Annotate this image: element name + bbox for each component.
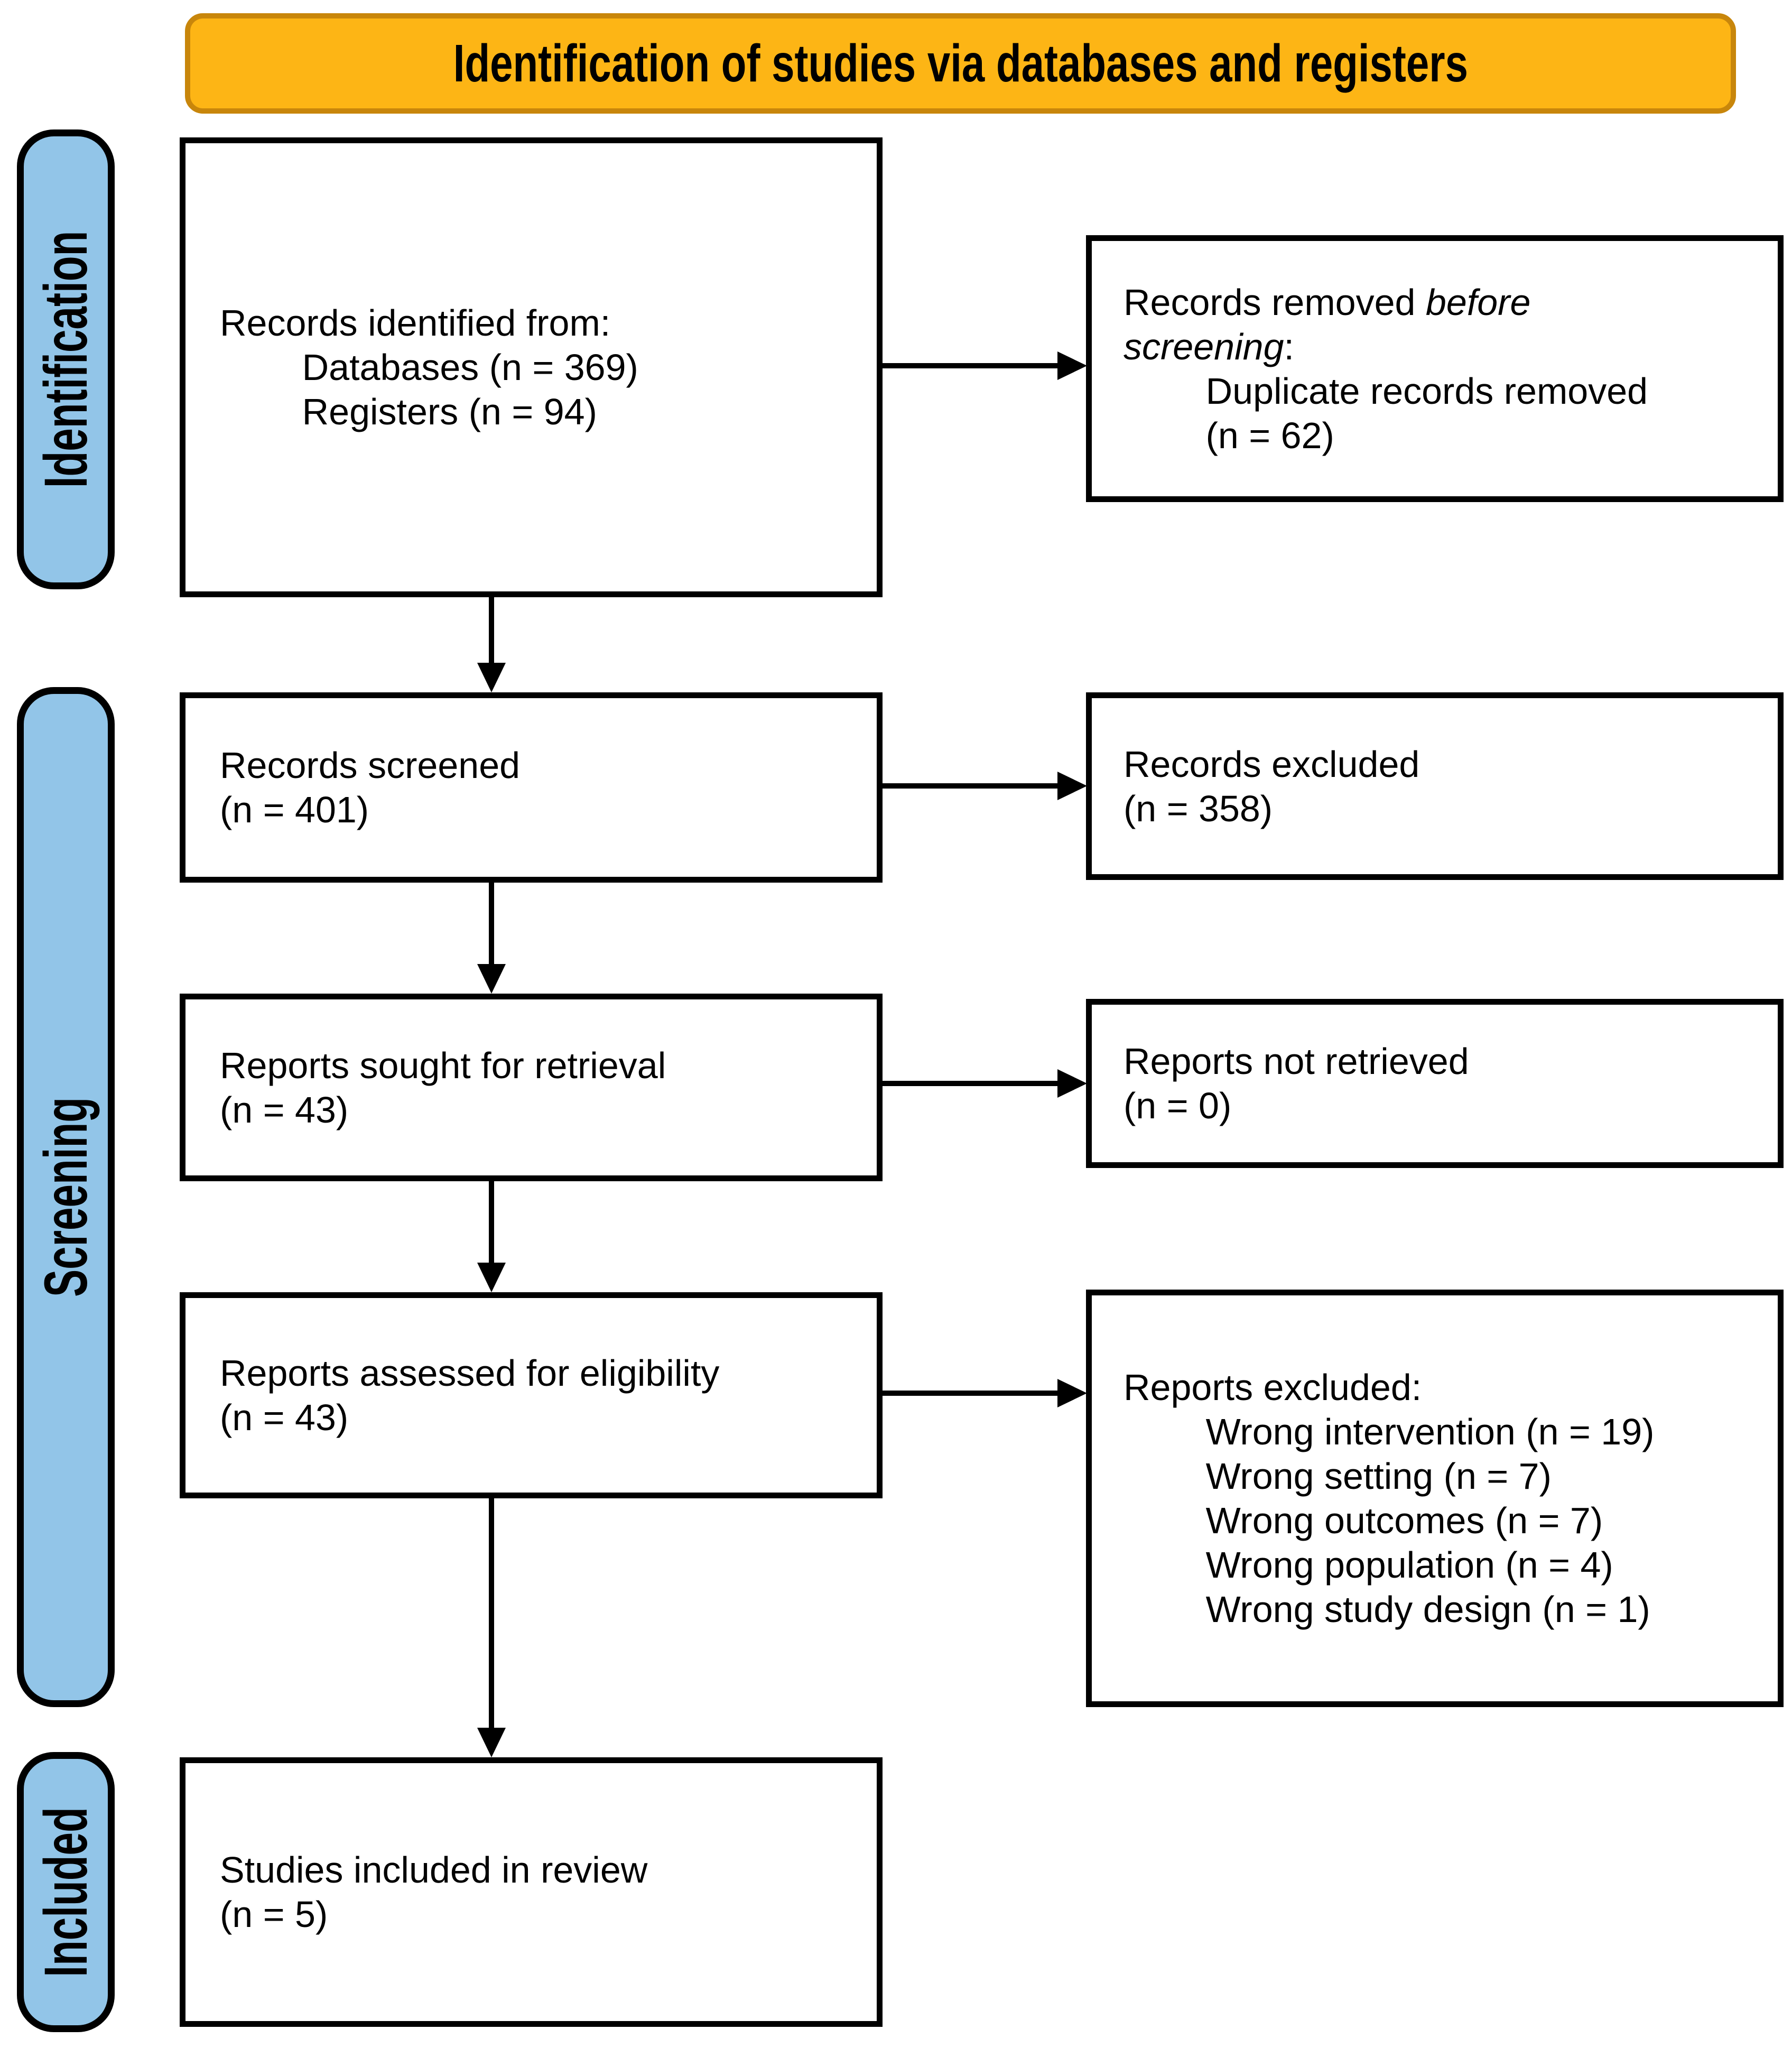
reports-excluded-text: Reports excluded: Wrong intervention (n … — [1124, 1367, 1655, 1630]
right-arrow-2-head-icon — [1057, 772, 1087, 800]
records-excluded-text: Records excluded (n = 358) — [1124, 743, 1420, 829]
right-arrow-4-head-icon — [1057, 1379, 1087, 1407]
box-records-excluded: Records excluded (n = 358) — [1086, 692, 1784, 880]
records-screened-text: Records screened (n = 401) — [220, 745, 521, 830]
reports-sought-text: Reports sought for retrieval (n = 43) — [220, 1044, 666, 1130]
right-arrow-2-shaft — [883, 783, 1057, 789]
box-studies-included: Studies included in review (n = 5) — [180, 1757, 883, 2027]
stage-screening-label: Screening — [32, 1097, 100, 1298]
box-reports-not-retrieved: Reports not retrieved (n = 0) — [1086, 999, 1784, 1168]
banner: Identification of studies via databases … — [185, 13, 1736, 114]
box-reports-assessed: Reports assessed for eligibility (n = 43… — [180, 1292, 883, 1498]
records-identified-text: Records identified from: Databases (n = … — [220, 302, 638, 432]
stage-identification-label: Identification — [32, 230, 100, 488]
down-arrow-1-shaft — [489, 597, 494, 664]
box-records-screened: Records screened (n = 401) — [180, 692, 883, 883]
box-records-removed: Records removed before screening: Duplic… — [1086, 235, 1784, 502]
reports-assessed-text: Reports assessed for eligibility (n = 43… — [220, 1352, 720, 1438]
records-removed-part2: : Duplicate records removed (n = 62) — [1205, 326, 1648, 456]
right-arrow-4-shaft — [883, 1391, 1057, 1396]
stage-identification: Identification — [17, 129, 115, 589]
banner-title: Identification of studies via databases … — [453, 33, 1468, 93]
reports-not-retrieved-text: Reports not retrieved (n = 0) — [1124, 1041, 1469, 1126]
box-records-identified: Records identified from: Databases (n = … — [180, 137, 883, 597]
down-arrow-1-head-icon — [477, 663, 506, 692]
down-arrow-3-head-icon — [477, 1263, 506, 1292]
down-arrow-4-head-icon — [477, 1728, 506, 1757]
stage-included-label: Included — [32, 1807, 100, 1977]
right-arrow-3-shaft — [883, 1081, 1057, 1086]
studies-included-text: Studies included in review (n = 5) — [220, 1849, 648, 1935]
box-reports-sought: Reports sought for retrieval (n = 43) — [180, 994, 883, 1181]
down-arrow-2-shaft — [489, 883, 494, 965]
stage-included: Included — [17, 1752, 115, 2032]
records-removed-text: Records removed before screening: Duplic… — [1092, 280, 1656, 458]
records-removed-italic: before screening — [1124, 281, 1531, 367]
down-arrow-3-shaft — [489, 1181, 494, 1264]
box-reports-excluded: Reports excluded: Wrong intervention (n … — [1086, 1290, 1784, 1707]
right-arrow-1-shaft — [883, 363, 1057, 368]
records-removed-part1: Records removed — [1124, 281, 1426, 323]
right-arrow-1-head-icon — [1057, 351, 1087, 380]
stage-screening: Screening — [17, 687, 115, 1707]
down-arrow-4-shaft — [489, 1498, 494, 1729]
right-arrow-3-head-icon — [1057, 1069, 1087, 1098]
down-arrow-2-head-icon — [477, 964, 506, 994]
